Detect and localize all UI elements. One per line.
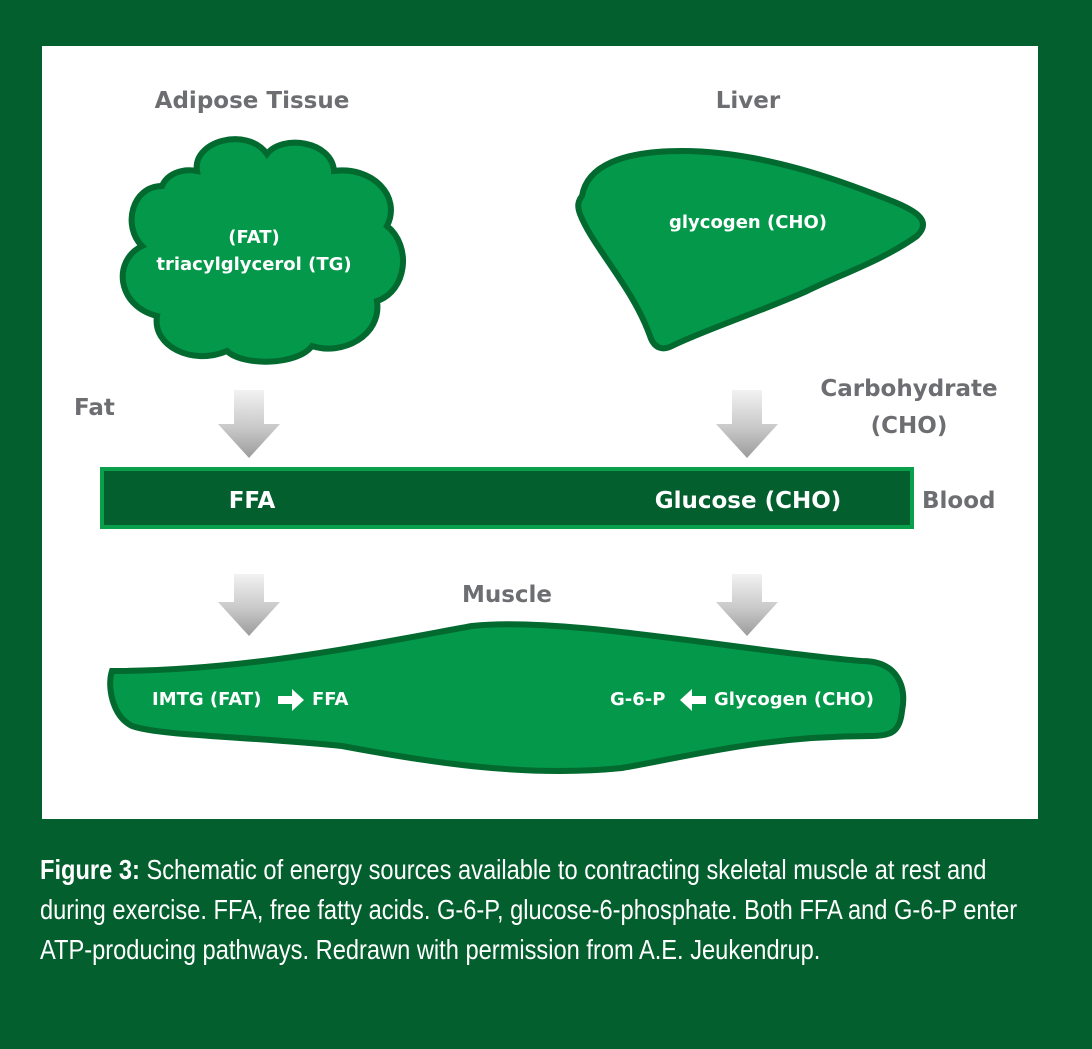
glucose-down-arrow bbox=[716, 574, 778, 636]
adipose-cloud bbox=[119, 136, 406, 365]
liver-shape bbox=[575, 147, 926, 352]
caption-label: Figure 3: bbox=[40, 854, 140, 885]
carbohydrate-label: Carbohydrate bbox=[820, 376, 997, 402]
liver-glycogen-label: glycogen (CHO) bbox=[669, 212, 827, 233]
figure-panel: Adipose Tissue (FAT) triacylglycerol (TG… bbox=[42, 46, 1038, 819]
diagram-canvas: Adipose Tissue (FAT) triacylglycerol (TG… bbox=[74, 88, 998, 774]
liver-title: Liver bbox=[716, 88, 781, 114]
blood-ffa-label: FFA bbox=[229, 488, 276, 514]
blood-glucose-label: Glucose (CHO) bbox=[655, 488, 842, 514]
muscle-g6p-label: G-6-P bbox=[610, 689, 665, 710]
figure-caption: Figure 3: Schematic of energy sources av… bbox=[40, 850, 1046, 970]
adipose-tg-label: triacylglycerol (TG) bbox=[156, 254, 351, 275]
muscle-ffa-label: FFA bbox=[312, 689, 349, 710]
adipose-fat-label: (FAT) bbox=[228, 227, 280, 248]
blood-bar bbox=[100, 467, 914, 529]
ffa-down-arrow bbox=[218, 574, 280, 636]
muscle-title: Muscle bbox=[462, 582, 552, 608]
caption-text: Schematic of energy sources available to… bbox=[40, 854, 1018, 965]
blood-label: Blood bbox=[922, 488, 995, 514]
cho-down-arrow bbox=[716, 390, 778, 458]
arrow-left-icon bbox=[680, 689, 706, 711]
fat-label: Fat bbox=[74, 395, 115, 421]
muscle-shape bbox=[107, 621, 907, 774]
arrow-right-icon bbox=[278, 689, 304, 711]
fat-down-arrow bbox=[218, 390, 280, 458]
adipose-title: Adipose Tissue bbox=[155, 88, 350, 114]
cho-label: (CHO) bbox=[871, 413, 948, 439]
muscle-glycogen-label: Glycogen (CHO) bbox=[714, 689, 874, 710]
muscle-imtg-label: IMTG (FAT) bbox=[152, 689, 261, 710]
